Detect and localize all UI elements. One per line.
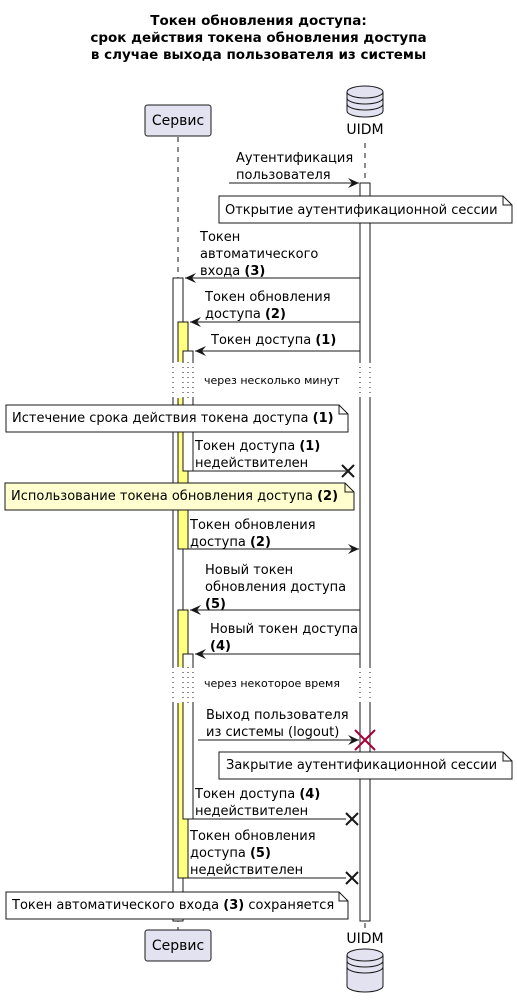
note-open-session-text: Открытие аутентификационной сессии [225,203,498,218]
participant-uidm-label-top: UIDM [346,122,384,138]
note-use-refresh-token [4,482,355,511]
note-close-session-text: Закрытие аутентификационной сессии [226,758,498,773]
participant-service-label-top: Сервис [151,113,205,129]
note-access-token-expired-text: Истечение срока действия токена доступа … [12,411,334,426]
note-close-session [218,751,513,780]
cross-icon [341,464,355,478]
note-open-session [218,195,513,224]
participant-service-top [144,104,212,137]
diagram-title-line-2: срок действия токена обновления доступа [90,30,427,46]
note-access-token-expired [5,404,349,433]
delay-mask-1 [0,362,517,398]
msg-access-token-1-label: Токен доступа (1) [211,333,337,348]
note-auto-login-token-kept-text: Токен автоматического входа (3) сохраняе… [12,898,335,913]
delay-dots [172,362,371,703]
note-use-refresh-token-text: Использование токена обновления доступа … [11,489,339,504]
participant-uidm-label-bottom: UIDM [346,931,384,947]
uidm-activation [359,182,371,922]
destroy-icon [354,729,376,751]
participant-uidm-bottom-icon [346,948,384,993]
msg-new-access-token-label: Новый токен доступа(4) [210,622,359,654]
participant-service-label-bottom: Сервис [151,938,205,954]
note-auto-login-token-kept [5,891,349,920]
cross-icon [345,871,359,885]
cross-icon [345,812,359,826]
participant-uidm-top-icon [346,85,384,118]
delay-mask-2 [0,667,517,703]
service-activation-access-token-4 [182,653,194,820]
delay-label-some-time: через некоторое время [204,677,340,690]
delay-label-several-minutes: через несколько минут [204,374,340,387]
participant-service-bottom [144,929,212,962]
msg-access-token-1-invalid-label: Токен доступа (1)недействителен [195,439,321,471]
diagram-title-line-3: в случае выхода пользователя из системы [90,47,427,63]
msg-access-token-4-invalid-label: Токен доступа (4)недействителен [195,787,321,819]
service-activation-auto-login-token [172,277,184,922]
diagram-title-line-1: Токен обновления доступа: [150,13,367,29]
